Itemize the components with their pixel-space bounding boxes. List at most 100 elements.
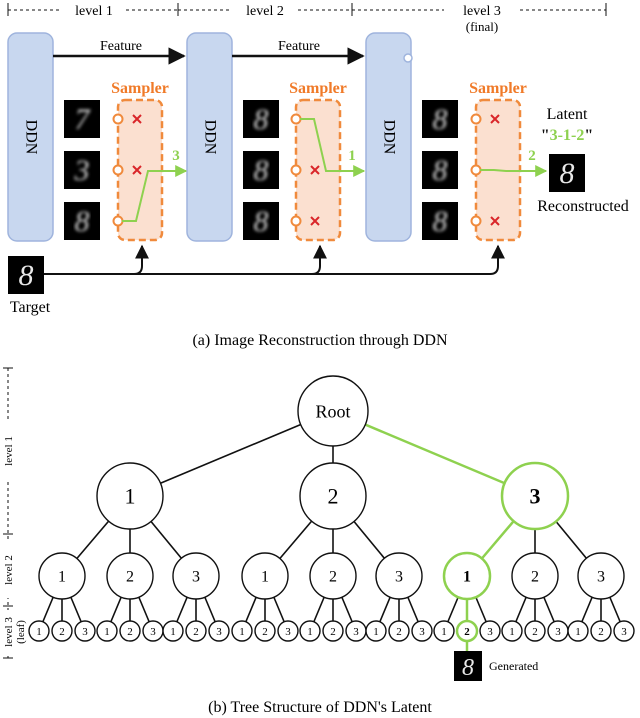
tree-node-label: 2 (532, 626, 538, 638)
tree-node-circle (162, 620, 184, 642)
tree-leaf-node: 3 (74, 620, 96, 642)
tree-leaf-node: 3 (142, 620, 164, 642)
thumbnail-bg (422, 100, 458, 138)
tree-leaf-node: 1 (299, 620, 321, 642)
candidate-digit: 8 (254, 103, 269, 136)
tree-node-circle (74, 620, 96, 642)
tree-node-label: 3 (285, 626, 291, 638)
tree-edge (129, 410, 334, 497)
tree-node-label: 1 (239, 626, 245, 638)
tree-node-label: 2 (531, 569, 539, 586)
tree-node-circle (277, 620, 299, 642)
axis-level-2: level 2 (3, 555, 15, 585)
tree-node-label: 2 (396, 626, 402, 638)
tree-leaf-node: 2 (524, 620, 546, 642)
tree-leaf-node: 3 (277, 620, 299, 642)
tree-node-label: 1 (509, 626, 515, 638)
tree-leaf-node: 2 (388, 620, 410, 642)
tree-node-label: 2 (328, 484, 339, 509)
reject-mark (490, 216, 500, 226)
target-image: 8 (8, 256, 44, 294)
tree-level2-node: 1 (442, 551, 492, 601)
tree-node-circle (375, 552, 423, 600)
tree-leaf-node: 1 (28, 620, 50, 642)
thumbnail-bg (243, 100, 279, 138)
tree-node-label: 2 (598, 626, 604, 638)
feature-label-1: Feature (100, 39, 142, 54)
tree-node-label: 3 (487, 626, 493, 638)
tree-node-label: 2 (126, 569, 134, 586)
tree-node-label: 3 (150, 626, 156, 638)
tree-node-label: 2 (329, 569, 337, 586)
tree-leaf-node: 2 (51, 620, 73, 642)
axis-level-3: level 3 (3, 617, 15, 647)
candidate-thumbnail: 8 (422, 202, 500, 240)
level-3-final-note: (final) (466, 19, 498, 34)
ddn-label: DDN (201, 120, 218, 155)
level-axis: level 1 level 2 level 3 (leaf) (2, 367, 28, 659)
tree-level2-node: 3 (172, 552, 220, 600)
candidate-thumbnail: 7 (64, 100, 142, 138)
tree-node-circle (322, 620, 344, 642)
tree-level2-node: 3 (577, 552, 625, 600)
tree-node-circle (455, 619, 479, 643)
ddn-block-1: DDN (7, 32, 54, 242)
tree-node-circle (254, 620, 276, 642)
tree-node-label: 2 (262, 626, 268, 638)
latent-code-text: "3-1-2" (541, 127, 593, 144)
tree-node-label: 1 (261, 569, 269, 586)
sampler-port (290, 215, 302, 227)
tree-node-label: 2 (193, 626, 199, 638)
candidate-digit: 8 (75, 205, 90, 238)
tree-node-circle (479, 620, 501, 642)
tree-node-label: 1 (463, 569, 471, 586)
sampler-port (290, 113, 302, 125)
tree-node-circle (172, 552, 220, 600)
tree-node-label: 1 (373, 626, 379, 638)
sampler-port (112, 215, 124, 227)
reject-mark (490, 114, 500, 124)
tree-edge-selected (332, 409, 536, 498)
tree-node-circle (185, 620, 207, 642)
candidate-digit: 3 (74, 154, 90, 187)
tree-leaf-node: 2 (119, 620, 141, 642)
candidate-thumbnail: 8 (243, 202, 320, 240)
tree-node-label: 2 (127, 626, 133, 638)
tree-leaf-node: 1 (96, 620, 118, 642)
candidate-thumbnail: 3 (64, 151, 142, 189)
tree-node-label: 2 (464, 626, 470, 638)
sampler-port (290, 164, 302, 176)
thumbnail-bg (64, 100, 100, 138)
tree-node-label: 3 (419, 626, 425, 638)
ddn-label: DDN (380, 120, 397, 155)
tree-node-label: 3 (530, 484, 541, 509)
tree-node-label: 3 (395, 569, 403, 586)
tree-node-circle (524, 620, 546, 642)
candidate-thumbnail: 8 (243, 151, 320, 189)
candidate-digit: 8 (254, 154, 269, 187)
level-1-label: level 1 (75, 4, 113, 19)
tree-node-circle (500, 461, 570, 531)
tree-level2-node: 2 (511, 552, 559, 600)
tree-leaf-node: 1 (501, 620, 523, 642)
sampler-label: Sampler (289, 80, 347, 97)
candidate-digit: 8 (433, 205, 448, 238)
tree-leaf-node: 3 (411, 620, 433, 642)
candidate-digit: 8 (254, 205, 269, 238)
tree-node-circle (411, 620, 433, 642)
tree-node-label: 3 (82, 626, 88, 638)
tree-node-circle (231, 620, 253, 642)
thumbnail-bg (64, 202, 100, 240)
candidate-thumbnail: 8 (243, 100, 366, 177)
tree-node-circle (299, 620, 321, 642)
tree-leaf-node: 2 (590, 620, 612, 642)
tree-node-circle (511, 552, 559, 600)
reconstructed-image: 8 (549, 154, 585, 192)
thumbnail-bg (422, 151, 458, 189)
tree-node-circle (96, 620, 118, 642)
thumbnail-bg (64, 151, 100, 189)
tree-leaf-node: 3 (613, 620, 635, 642)
